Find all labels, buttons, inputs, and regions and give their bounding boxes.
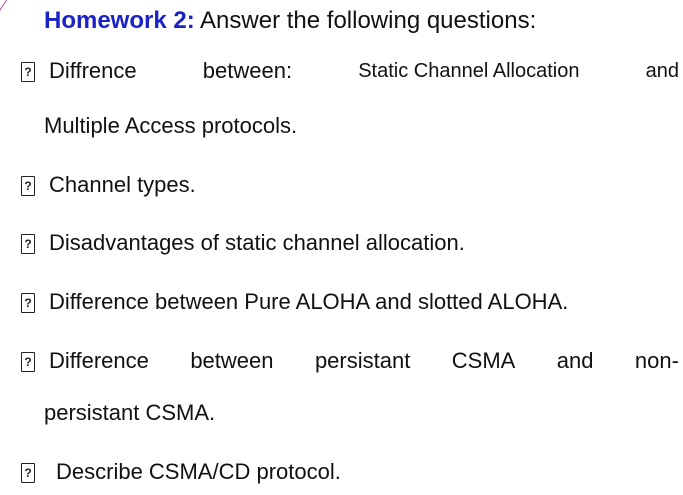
question-5-word: Difference: [49, 348, 149, 373]
question-bullet-icon: ?: [21, 293, 35, 313]
question-5-word: between: [190, 348, 274, 373]
question-1-word: Diffrence: [49, 58, 137, 83]
question-bullet-icon: ?: [21, 352, 35, 372]
question-5-word: and: [556, 348, 594, 373]
question-5-word: CSMA: [451, 348, 516, 373]
corner-stroke-mark: [0, 0, 8, 12]
question-3-text: Disadvantages of static channel allocati…: [49, 230, 465, 255]
question-1-word: and: [645, 60, 679, 82]
question-5-word: persistant: [314, 348, 411, 373]
question-5-line-1: Difference between persistant CSMA and n…: [49, 346, 679, 376]
question-6-text: Describe CSMA/CD protocol.: [56, 459, 341, 484]
question-1-line-2: Multiple Access protocols.: [44, 113, 298, 138]
question-2-text: Channel types.: [49, 172, 196, 197]
question-5-line-2: persistant CSMA.: [44, 400, 216, 425]
question-4-text: Difference between Pure ALOHA and slotte…: [49, 289, 569, 314]
question-1-word: Static Channel Allocation: [358, 60, 580, 82]
homework-instruction: Answer the following questions:: [200, 7, 537, 34]
homework-label: Homework 2:: [44, 7, 195, 34]
question-bullet-icon: ?: [21, 62, 35, 82]
question-1-word: between:: [202, 58, 293, 83]
question-1-line-1: Diffrence between: Static Channel Alloca…: [49, 56, 679, 86]
question-bullet-icon: ?: [21, 234, 35, 254]
homework-title: Homework 2: Answer the following questio…: [44, 4, 536, 38]
question-5-word: non-: [634, 348, 679, 373]
question-bullet-icon: ?: [21, 176, 35, 196]
question-bullet-icon: ?: [21, 463, 35, 483]
